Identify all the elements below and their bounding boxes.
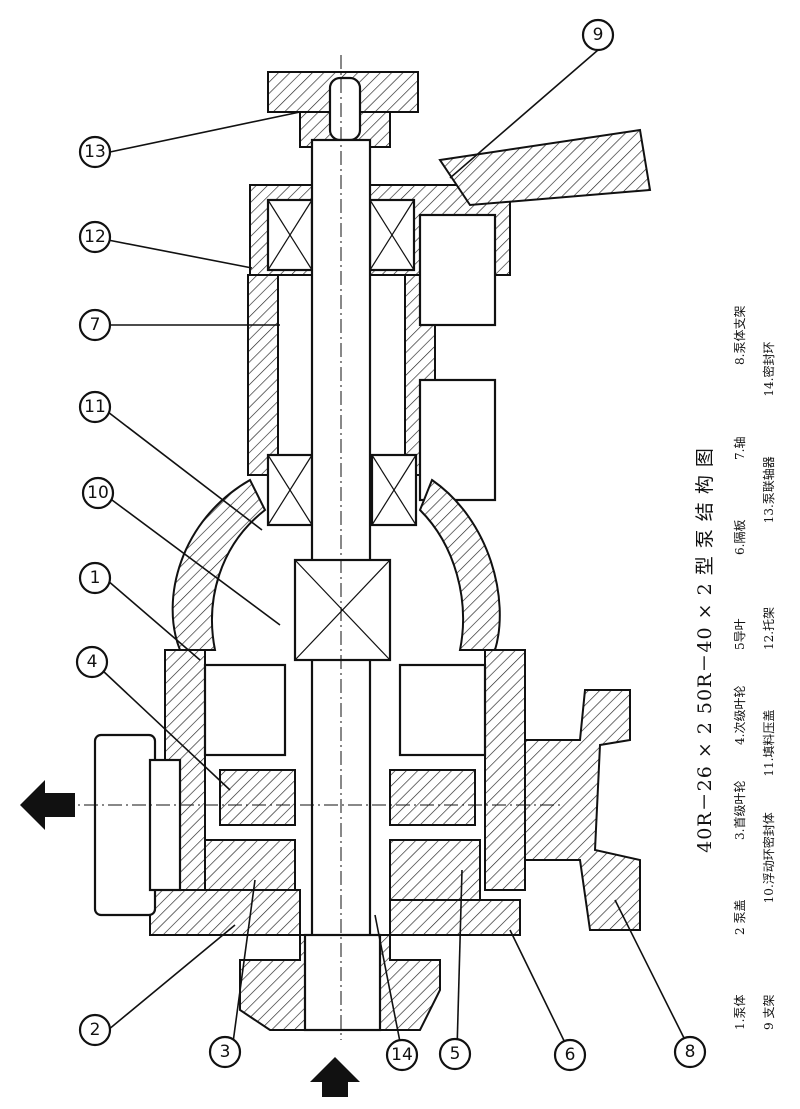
callout-5: 5 <box>438 1037 472 1071</box>
legend-item: 2 泵盖 <box>733 899 747 935</box>
legend-item: 13.泵联轴器 <box>762 456 776 524</box>
svg-text:2: 2 <box>90 1020 101 1040</box>
pump-body-outline <box>60 55 652 1040</box>
callout-8: 8 <box>673 1035 707 1069</box>
diagram-title: 40R－26 × 2 50R－40 × 2 型 泵 结 构 图 <box>694 447 716 853</box>
legend-row-2: 9 支架 10.浮动环密封体 11.填料压盖 12.托架 13.泵联轴器 14.… <box>760 270 777 1030</box>
svg-text:1: 1 <box>90 568 101 588</box>
svg-text:5: 5 <box>450 1044 461 1064</box>
callout-2: 2 <box>78 1013 112 1047</box>
pump-body-support <box>524 689 641 931</box>
legend-item: 11.填料压盖 <box>762 709 776 777</box>
legend-item: 8.泵体支架 <box>733 305 747 365</box>
legend-item: 9 支架 <box>762 994 776 1030</box>
svg-text:12: 12 <box>84 227 106 247</box>
callout-13: 13 <box>78 135 112 169</box>
callout-10: 10 <box>81 476 115 510</box>
legend-item: 1.泵体 <box>733 994 747 1030</box>
svg-text:9: 9 <box>593 25 604 45</box>
housing-wall-left <box>247 274 279 476</box>
housing-side-boss-1 <box>418 213 497 327</box>
svg-text:8: 8 <box>685 1042 696 1062</box>
callout-1: 1 <box>78 561 112 595</box>
legend-item: 10.浮动环密封体 <box>762 812 776 904</box>
pump-body-cavity-right <box>398 663 487 757</box>
callout-4: 4 <box>75 645 109 679</box>
first-stage-impeller-right <box>389 839 481 901</box>
discharge-neck <box>148 758 182 892</box>
callout-6: 6 <box>553 1038 587 1072</box>
callout-11: 11 <box>78 390 112 424</box>
callout-14: 14 <box>385 1038 419 1072</box>
svg-text:7: 7 <box>90 315 101 335</box>
legend-row-1: 1.泵体 2 泵盖 3.首级叶轮 4.次级叶轮 5导叶 6.隔板 7.轴 8.泵… <box>731 270 748 1030</box>
support-bracket <box>438 128 652 207</box>
pump-body-right-wall <box>484 649 526 891</box>
discharge-arrow-icon <box>20 780 75 830</box>
svg-text:11: 11 <box>84 397 106 417</box>
coupling-keyway <box>328 76 362 142</box>
callout-9: 9 <box>581 18 615 52</box>
pump-body-cavity-left <box>203 663 287 757</box>
callout-7: 7 <box>78 308 112 342</box>
legend-item: 5导叶 <box>733 618 747 650</box>
discharge-flange <box>93 733 157 917</box>
casing-dome-right <box>418 478 501 651</box>
suction-opening <box>303 933 382 1032</box>
legend-item: 7.轴 <box>733 436 747 460</box>
svg-text:3: 3 <box>220 1042 231 1062</box>
legend-item: 3.首级叶轮 <box>733 780 747 840</box>
casing-dome-left <box>171 478 267 651</box>
legend-item: 12.托架 <box>762 606 776 650</box>
legend-item: 14.密封环 <box>762 341 776 397</box>
svg-text:4: 4 <box>87 652 98 672</box>
legend-item: 6.隔板 <box>733 519 747 555</box>
svg-text:6: 6 <box>565 1045 576 1065</box>
suction-arrow-icon <box>310 1057 360 1097</box>
second-stage-impeller-right <box>389 769 476 826</box>
callout-3: 3 <box>208 1035 242 1069</box>
svg-text:10: 10 <box>87 483 109 503</box>
callout-12: 12 <box>78 220 112 254</box>
svg-text:13: 13 <box>84 142 106 162</box>
leader-lines <box>101 49 691 1054</box>
legend-item: 4.次级叶轮 <box>733 685 747 745</box>
second-stage-impeller-left <box>219 769 296 826</box>
svg-text:14: 14 <box>391 1045 413 1065</box>
caption-block: 40R－26 × 2 50R－40 × 2 型 泵 结 构 图 1.泵体 2 泵… <box>690 270 789 1030</box>
